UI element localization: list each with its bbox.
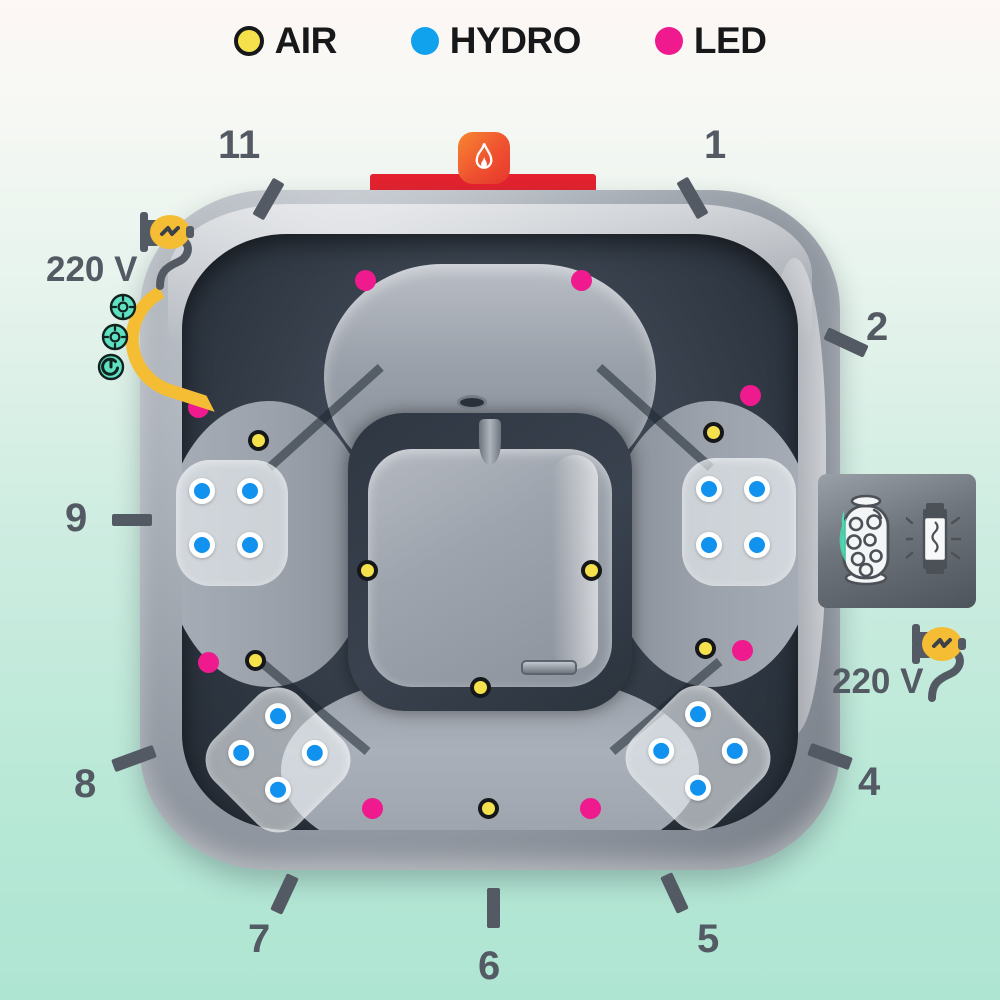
legend-item-hydro: HYDRO	[410, 20, 582, 62]
hydro-jet[interactable]	[265, 776, 291, 803]
callout-tick-7	[270, 873, 299, 915]
legend-label-led: LED	[693, 20, 767, 61]
hydro-jet[interactable]	[189, 478, 215, 504]
legend: AIR HYDRO LED	[0, 20, 1000, 62]
hydro-jet[interactable]	[228, 739, 255, 766]
jet-control-icon[interactable]	[100, 322, 130, 352]
callout-1: 1	[704, 123, 727, 167]
callout-9: 9	[65, 496, 88, 540]
air-jet[interactable]	[248, 430, 269, 451]
air-jet[interactable]	[470, 677, 491, 698]
flame-icon	[458, 132, 510, 184]
overflow-port	[456, 394, 487, 410]
led-light[interactable]	[732, 640, 753, 661]
power-plug-icon	[890, 612, 972, 707]
hydro-jet[interactable]	[265, 703, 291, 730]
callout-tick-6	[487, 888, 500, 928]
led-light[interactable]	[188, 397, 209, 418]
hydro-jet[interactable]	[301, 739, 328, 766]
callout-6: 6	[478, 944, 501, 988]
led-light[interactable]	[571, 270, 592, 291]
legend-item-led: LED	[654, 20, 767, 62]
hydro-jet[interactable]	[189, 532, 215, 558]
voltage-label-left: 220 V	[46, 250, 138, 289]
air-jet[interactable]	[703, 422, 724, 443]
legend-label-hydro: HYDRO	[449, 20, 582, 61]
hydro-jet[interactable]	[744, 476, 770, 502]
callout-tick-9	[112, 514, 152, 526]
air-jet[interactable]	[695, 638, 716, 659]
legend-label-air: AIR	[274, 20, 338, 61]
callout-tick-5	[660, 872, 689, 914]
hydro-jet[interactable]	[696, 476, 722, 502]
led-light[interactable]	[198, 652, 219, 673]
air-jet[interactable]	[245, 650, 266, 671]
voltage-label-right: 220 V	[832, 662, 924, 701]
hydro-jet[interactable]	[685, 701, 711, 728]
air-jet[interactable]	[357, 560, 378, 581]
callout-7: 7	[248, 917, 271, 961]
drain-grate	[520, 660, 577, 676]
callout-8: 8	[74, 762, 97, 806]
callout-11: 11	[218, 123, 261, 167]
hot-tub-shell	[140, 190, 840, 870]
power-plug-icon	[118, 200, 200, 295]
callout-5: 5	[697, 917, 720, 961]
led-light[interactable]	[355, 270, 376, 291]
air-jet-dot-icon	[233, 26, 264, 56]
legend-item-air: AIR	[233, 20, 338, 62]
hydro-jet[interactable]	[648, 737, 675, 764]
hydro-panel-left-mid[interactable]	[176, 460, 288, 586]
air-jet[interactable]	[478, 798, 499, 819]
hydro-jet-dot-icon	[410, 27, 439, 55]
uv-lamp-icon	[903, 493, 964, 590]
hydro-jet[interactable]	[696, 532, 722, 558]
callout-2: 2	[866, 305, 889, 349]
jet-control-icon[interactable]	[108, 292, 138, 322]
power-control-icon[interactable]	[96, 352, 126, 382]
hydro-jet[interactable]	[721, 737, 748, 764]
callout-4: 4	[858, 760, 881, 804]
ozone-generator-icon	[830, 488, 902, 595]
hydro-jet[interactable]	[744, 532, 770, 558]
hydro-jet[interactable]	[237, 532, 263, 558]
sterilizer-panel[interactable]	[818, 474, 976, 608]
led-light[interactable]	[740, 385, 761, 406]
water-spout	[479, 418, 501, 465]
hydro-jet[interactable]	[237, 478, 263, 504]
led-light[interactable]	[362, 798, 383, 819]
air-jet[interactable]	[581, 560, 602, 581]
led-light[interactable]	[580, 798, 601, 819]
led-dot-icon	[654, 27, 683, 55]
hydro-panel-right-mid[interactable]	[682, 458, 796, 586]
hydro-jet[interactable]	[685, 774, 711, 801]
